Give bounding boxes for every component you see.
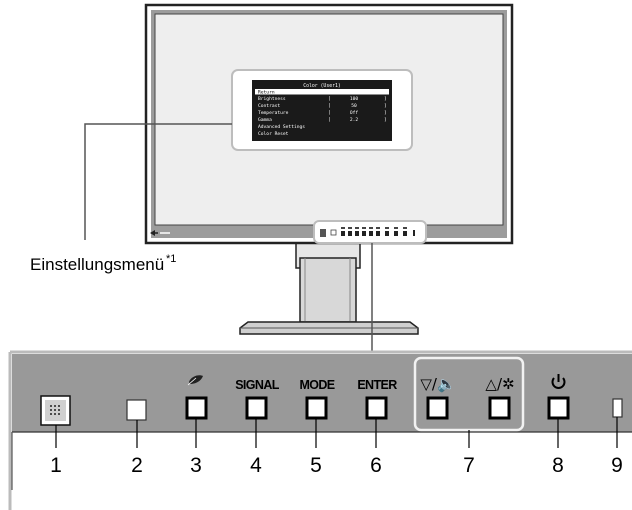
up-brightness-label: △/✲: [485, 375, 514, 393]
control-panel: SIGNAL MODE ENTER ▽/🔈 △/✲: [8, 350, 632, 510]
settings-menu-label: Einstellungsmenü: [30, 255, 164, 274]
callout-number: 9: [611, 454, 623, 477]
osd-row-value: Off: [350, 110, 359, 116]
sensor-dots: [50, 405, 60, 415]
osd-row-value: 100: [350, 96, 359, 102]
monitor-stand: [239, 237, 419, 335]
callout-number: 6: [370, 454, 382, 477]
mode-button[interactable]: [305, 396, 328, 420]
eco-leaf-icon: [187, 375, 203, 386]
eco-button[interactable]: [185, 396, 208, 420]
osd-row-close: ]: [384, 117, 387, 123]
osd-row-open: [: [328, 103, 331, 109]
signal-button[interactable]: [245, 396, 268, 420]
osd-row-close: ]: [384, 96, 387, 102]
osd-row-label: Contrast: [258, 103, 280, 109]
osd-selection-bar: [255, 89, 389, 95]
callout-number: 3: [190, 454, 202, 477]
callout-number: 5: [310, 454, 322, 477]
power-led: [612, 398, 623, 418]
mode-label: MODE: [299, 378, 334, 392]
callout-number: 2: [131, 454, 143, 477]
power-button[interactable]: [547, 396, 570, 420]
enter-label: ENTER: [357, 378, 397, 392]
callout-number: 7: [463, 454, 475, 477]
callout-number: 4: [250, 454, 262, 477]
footnote-marker: *1: [166, 253, 176, 265]
callout-number: 1: [50, 454, 62, 477]
presence-sensor-window: [126, 399, 147, 421]
enter-button[interactable]: [365, 396, 388, 420]
monitor: [144, 3, 514, 245]
osd-row-value: 50: [351, 103, 357, 109]
osd-row-open: [: [328, 96, 331, 102]
signal-label: SIGNAL: [235, 378, 280, 392]
monitor-button-strip: [313, 220, 427, 244]
osd-item-color-reset: Color Reset: [258, 131, 289, 137]
up-brightness-button[interactable]: [488, 396, 511, 420]
osd-row-label: Brightness: [258, 96, 286, 102]
down-volume-button[interactable]: [426, 396, 449, 420]
callout-number: 8: [552, 454, 564, 477]
number-leader-lines: [55, 417, 618, 448]
osd-row-open: [: [328, 117, 331, 123]
osd-row-label: Gamma: [258, 117, 272, 123]
osd-row-close: ]: [384, 110, 387, 116]
power-icon: [551, 374, 566, 389]
osd-item-return: Return: [258, 90, 275, 96]
down-volume-label: ▽/🔈: [420, 375, 455, 393]
osd-item-advanced-settings: Advanced Settings: [258, 124, 305, 130]
callout-lines: [84, 123, 373, 352]
osd-title: Color (User1): [303, 83, 341, 89]
osd-row-label: Temperature: [258, 110, 289, 116]
osd-row-open: [: [328, 110, 331, 116]
osd-row-close: ]: [384, 103, 387, 109]
osd-row-value: 2.2: [350, 117, 359, 123]
osd-menu: Color (User1) Return Brightness [ 100 ] …: [231, 69, 413, 151]
